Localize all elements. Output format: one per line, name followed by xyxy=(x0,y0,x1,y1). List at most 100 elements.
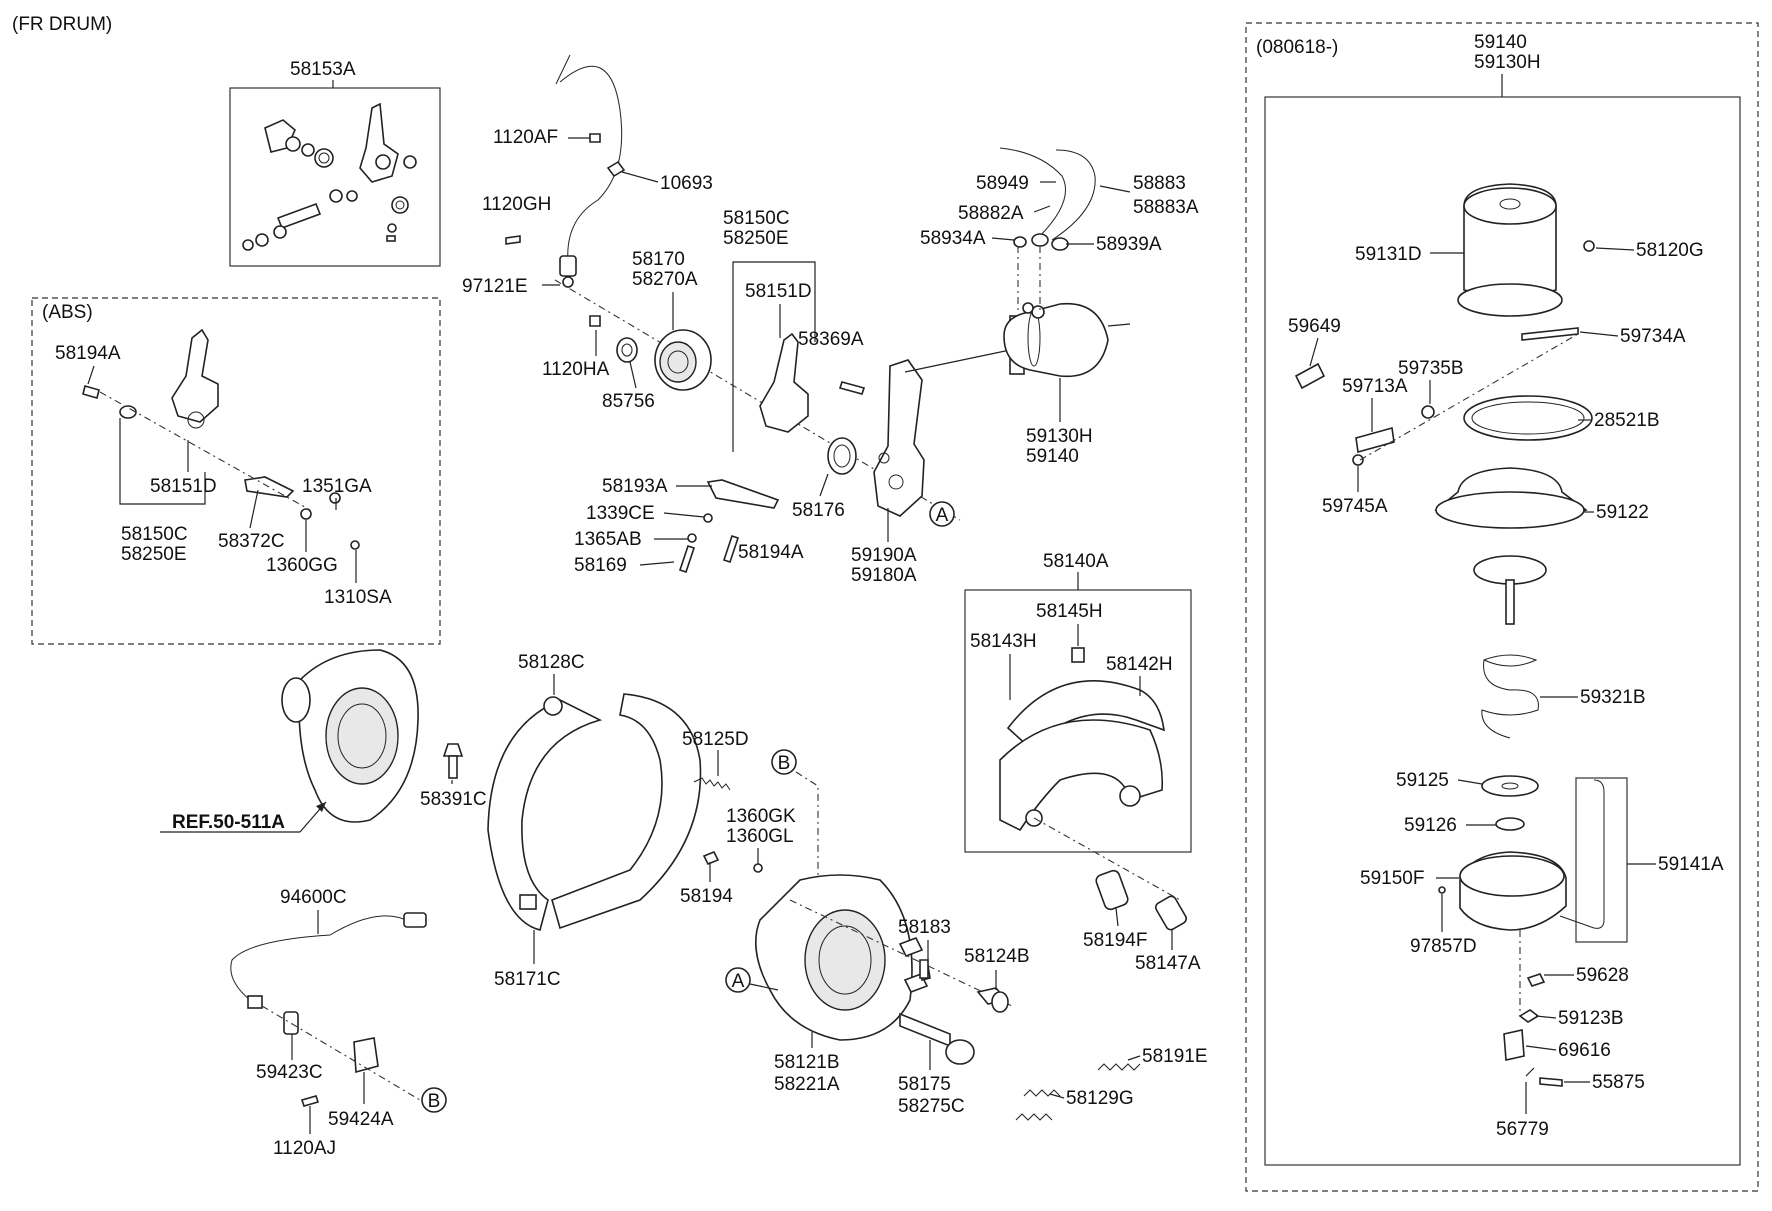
part-label-59141A: 59141A xyxy=(1658,854,1724,875)
part-label-1120HA: 1120HA xyxy=(542,359,610,380)
part-label-58125D: 58125D xyxy=(682,729,749,750)
part-label-58145H: 58145H xyxy=(1036,601,1103,622)
part-label-59130H-top: 59130H xyxy=(1474,52,1541,73)
part-label-94600C: 94600C xyxy=(280,887,347,908)
abs-section-box xyxy=(31,297,441,645)
part-label-59321B: 59321B xyxy=(1580,687,1646,708)
chamber-clamp-icon xyxy=(1294,327,1593,466)
shoe-roller-and-pin-icon xyxy=(1095,869,1187,931)
slack-adjuster-main-icon xyxy=(589,315,866,574)
part-label-59122: 59122 xyxy=(1596,502,1649,523)
part-label-58934A: 58934A xyxy=(920,228,986,249)
spring-and-pins-icon xyxy=(693,777,763,873)
tube-box-59141A xyxy=(1575,777,1628,943)
slack-adjuster-kit-icon xyxy=(242,102,417,251)
part-label-58140A: 58140A xyxy=(1043,551,1109,572)
variant-section-box xyxy=(1245,22,1759,1192)
part-label-1360GK: 1360GK xyxy=(726,806,796,827)
part-label-28521B: 28521B xyxy=(1594,410,1660,431)
diagram-title: (FR DRUM) xyxy=(12,14,112,35)
part-label-58194F: 58194F xyxy=(1083,930,1147,951)
hub-assembly-icon xyxy=(281,649,464,823)
part-label-59140-mid: 59140 xyxy=(1026,446,1079,467)
part-label-58882A: 58882A xyxy=(958,203,1024,224)
part-label-58124B: 58124B xyxy=(964,946,1030,967)
part-label-58128C: 58128C xyxy=(518,652,585,673)
part-label-1360GG: 1360GG xyxy=(266,555,338,576)
part-label-59123B: 59123B xyxy=(1558,1008,1624,1029)
part-label-58170: 58170 xyxy=(632,249,685,270)
return-springs-icon xyxy=(1015,1063,1141,1121)
part-label-59423C: 59423C xyxy=(256,1062,323,1083)
part-label-58176: 58176 xyxy=(792,500,845,521)
part-label-59735B: 59735B xyxy=(1398,358,1464,379)
part-label-58151D-abs: 58151D xyxy=(150,476,217,497)
part-label-58121B: 58121B xyxy=(774,1052,840,1073)
part-label-58150C-abs: 58150C xyxy=(121,524,188,545)
part-label-59424A: 59424A xyxy=(328,1109,394,1130)
part-label-55875: 55875 xyxy=(1592,1072,1645,1093)
part-label-58147A: 58147A xyxy=(1135,953,1201,974)
part-label-1310SA: 1310SA xyxy=(324,587,392,608)
part-label-97857D: 97857D xyxy=(1410,936,1477,957)
brake-chamber-icon xyxy=(999,147,1131,378)
part-label-58275C: 58275C xyxy=(898,1096,965,1117)
part-label-1360GL: 1360GL xyxy=(726,826,794,847)
part-label-59125: 59125 xyxy=(1396,770,1449,791)
backing-plate-icon xyxy=(487,693,702,931)
marker-b-mid xyxy=(771,749,797,775)
chamber-housing-icon xyxy=(1457,183,1595,317)
part-label-58949: 58949 xyxy=(976,173,1029,194)
ref-label: REF.50-511A xyxy=(172,812,285,833)
part-label-58369A: 58369A xyxy=(798,329,864,350)
part-label-59649: 59649 xyxy=(1288,316,1341,337)
part-label-58183: 58183 xyxy=(898,917,951,938)
part-label-59126: 59126 xyxy=(1404,815,1457,836)
part-label-58883A: 58883A xyxy=(1133,197,1199,218)
part-label-59190A: 59190A xyxy=(851,545,917,566)
marker-a-upper xyxy=(929,501,955,527)
part-label-59130H-mid: 59130H xyxy=(1026,426,1093,447)
part-label-58175: 58175 xyxy=(898,1074,951,1095)
part-label-58151D-top: 58151D xyxy=(745,281,812,302)
diaphragm-and-spring-icon xyxy=(1434,467,1588,831)
part-label-58191E: 58191E xyxy=(1142,1046,1208,1067)
marker-b-lower xyxy=(421,1087,447,1113)
part-label-58194: 58194 xyxy=(680,886,733,907)
part-label-59180A: 59180A xyxy=(851,565,917,586)
part-label-58150C-top: 58150C xyxy=(723,208,790,229)
part-label-85756: 85756 xyxy=(602,391,655,412)
part-label-58939A: 58939A xyxy=(1096,234,1162,255)
part-label-10693: 10693 xyxy=(660,173,713,194)
marker-b-mid-label: B xyxy=(778,753,791,774)
variant-title: (080618-) xyxy=(1256,37,1338,58)
marker-a-lower-label: A xyxy=(732,971,745,992)
part-label-58270A: 58270A xyxy=(632,269,698,290)
part-label-59131D: 59131D xyxy=(1355,244,1422,265)
part-label-69616: 69616 xyxy=(1558,1040,1611,1061)
camshaft-icon xyxy=(899,959,1009,1065)
part-label-58193A: 58193A xyxy=(602,476,668,497)
part-label-1365AB: 1365AB xyxy=(574,529,642,550)
part-label-1120GH: 1120GH xyxy=(482,194,551,215)
part-label-58129G: 58129G xyxy=(1066,1088,1134,1109)
spider-assembly-icon xyxy=(754,874,931,1041)
part-label-1339CE: 1339CE xyxy=(586,503,655,524)
part-label-58120G: 58120G xyxy=(1636,240,1704,261)
part-label-58250E-top: 58250E xyxy=(723,228,789,249)
part-label-58391C: 58391C xyxy=(420,789,487,810)
part-label-58883: 58883 xyxy=(1133,173,1186,194)
part-label-59734A: 59734A xyxy=(1620,326,1686,347)
part-label-59150F: 59150F xyxy=(1360,868,1424,889)
part-label-59713A: 59713A xyxy=(1342,376,1408,397)
part-label-58194A-mid: 58194A xyxy=(738,542,804,563)
abs-slack-adjuster-icon xyxy=(82,328,360,550)
part-label-58250E-abs: 58250E xyxy=(121,544,187,565)
part-label-56779: 56779 xyxy=(1496,1119,1549,1140)
chamber-base-icon xyxy=(1438,779,1605,1087)
abs-title: (ABS) xyxy=(42,302,93,323)
part-label-97121E: 97121E xyxy=(462,276,528,297)
part-label-58171C: 58171C xyxy=(494,969,561,990)
part-label-1120AJ: 1120AJ xyxy=(273,1138,336,1159)
